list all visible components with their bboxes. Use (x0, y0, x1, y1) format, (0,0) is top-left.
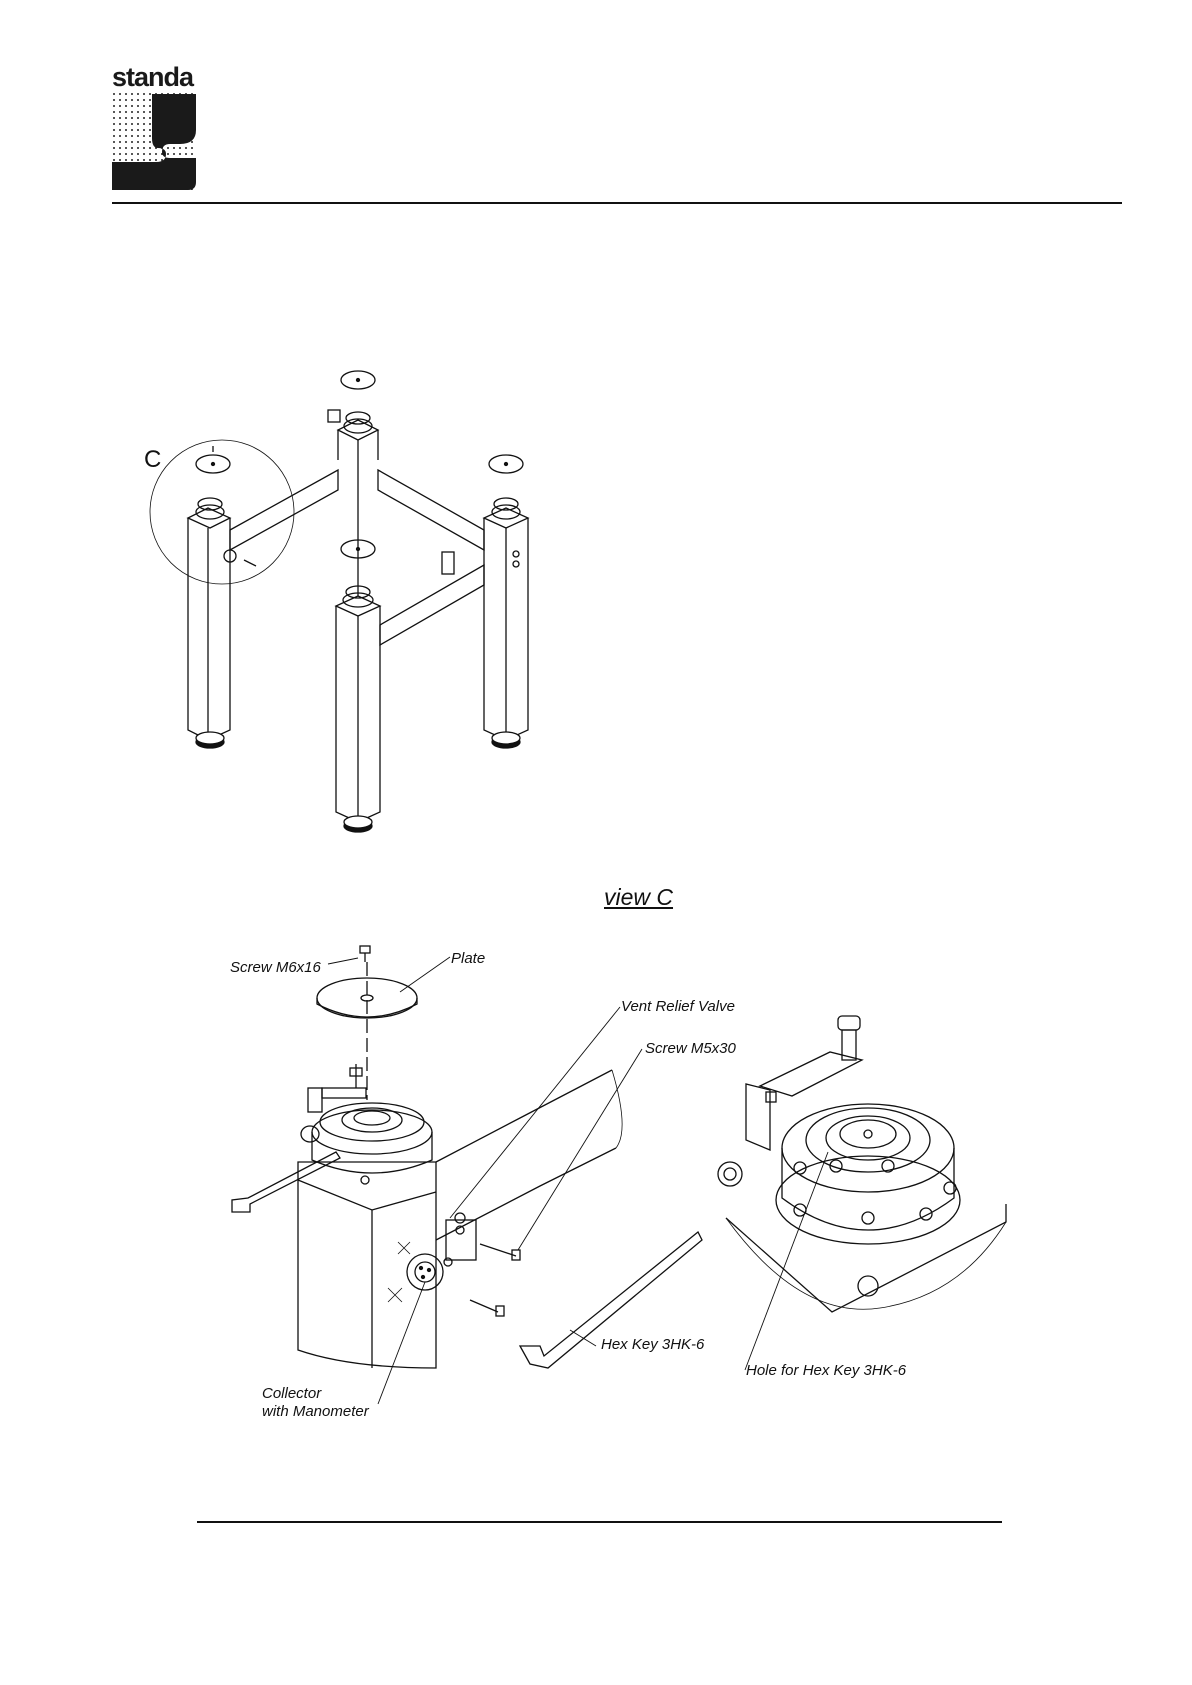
callout-screw-m5x30: Screw M5x30 (645, 1040, 737, 1057)
callout-hex-key: Hex Key 3HK-6 (601, 1336, 705, 1353)
stand-frame-overview: C (144, 371, 528, 832)
view-c-left-assembly (232, 946, 622, 1368)
view-c-right-assembly (520, 1016, 1006, 1368)
view-c-title: view C (604, 884, 673, 911)
callout-screw-m6x16: Screw M6x16 (230, 959, 322, 976)
callout-collector-line1: Collector (262, 1385, 322, 1402)
callout-hole-for-hex-key: Hole for Hex Key 3HK-6 (746, 1362, 907, 1379)
callout-leaders (328, 957, 828, 1404)
detail-marker-c: C (144, 446, 161, 473)
callout-collector-line2: with Manometer (262, 1403, 370, 1420)
callout-plate: Plate (451, 950, 485, 967)
callout-vent-relief-valve: Vent Relief Valve (621, 998, 735, 1015)
footer-rule (197, 1521, 1002, 1523)
